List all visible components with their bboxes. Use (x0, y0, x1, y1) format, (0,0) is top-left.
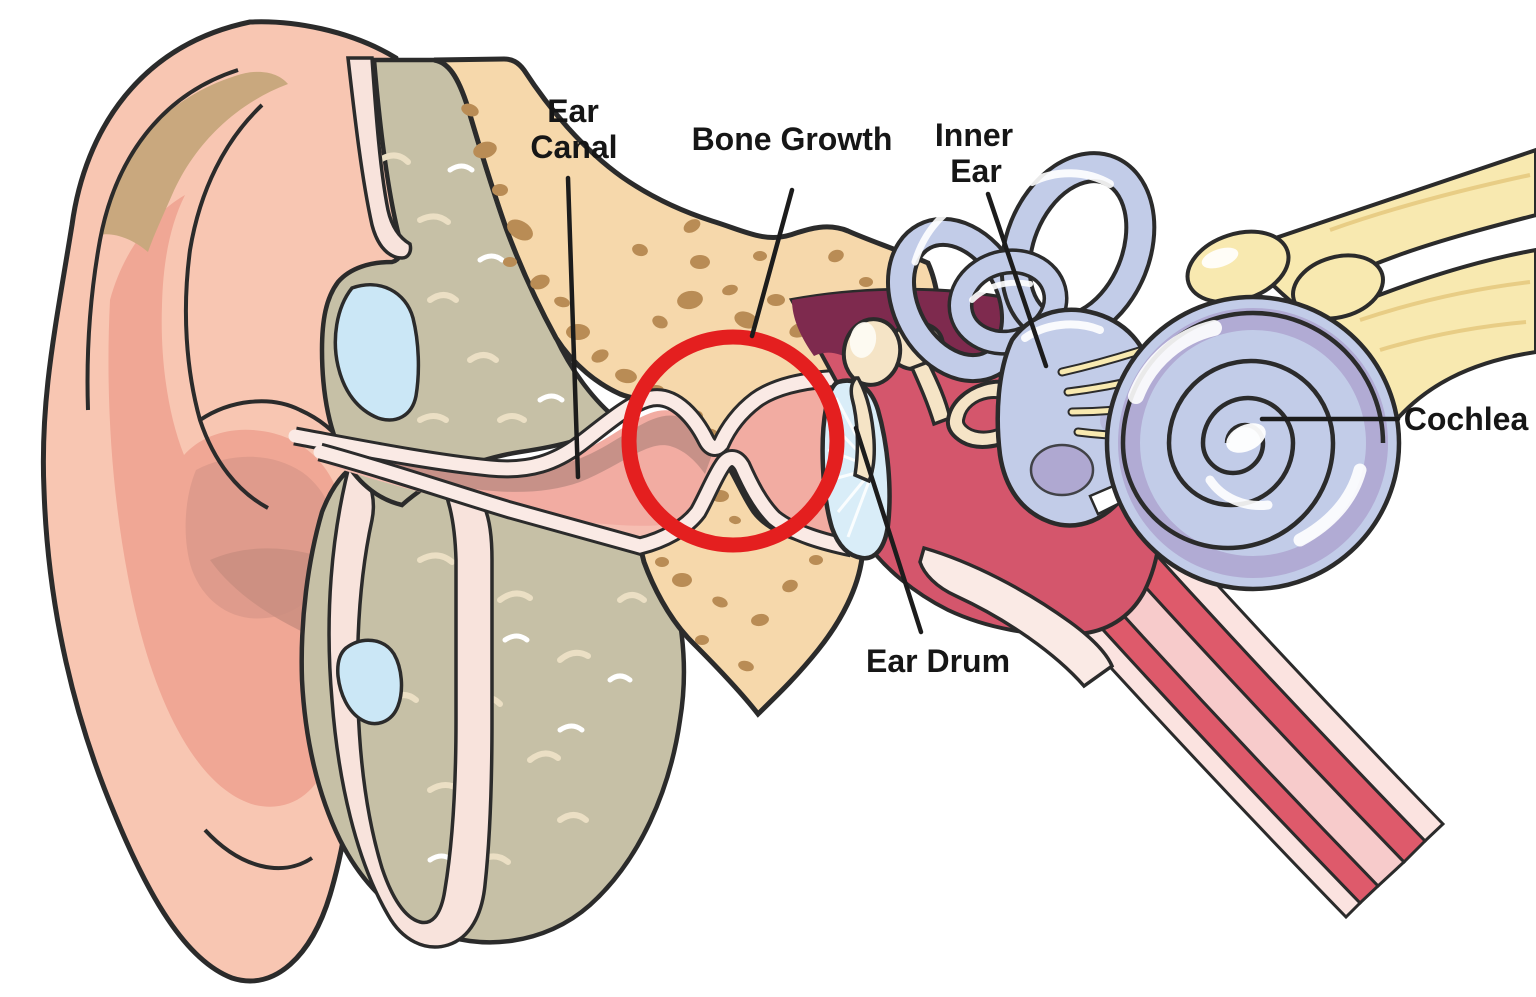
helix-tan-crescent (100, 71, 288, 253)
lobe-crease-line (203, 828, 314, 871)
incus-process (909, 359, 953, 427)
cochlea-highlight-1 (1128, 320, 1222, 404)
cochlea-highlight-2 (1293, 463, 1367, 547)
ear-drum-label: Ear Drum (866, 643, 1010, 679)
ear-canal-label-line2: Canal (530, 129, 617, 165)
canal-highlight-3 (969, 279, 1033, 303)
inner-ear-pointer-line (985, 191, 1049, 369)
bone-growth-label: Bone Growth (692, 121, 893, 157)
canal-lining (288, 369, 859, 558)
malleus-head-highlight (849, 322, 877, 358)
ganglion-highlight (1201, 247, 1239, 269)
bone-growth-highlight-circle (621, 329, 845, 553)
annotations: Ear Canal Bone Growth Inner Ear Ear Drum… (530, 93, 1528, 679)
cochlea-highlight-3 (1205, 475, 1273, 511)
ear-drum-pointer-line (853, 425, 924, 635)
antihelix-fold-line (183, 103, 269, 510)
lining-top (288, 372, 851, 476)
cochlea-label: Cochlea (1404, 401, 1529, 437)
bone-growth-pointer-line (749, 187, 795, 339)
lining-bottom (313, 445, 859, 555)
malleus-handle (849, 376, 876, 484)
canal-highlight-1 (911, 190, 984, 266)
ear-canal-label-line1: Ear (547, 93, 599, 129)
air-pocket-upper (333, 283, 421, 422)
helix-fold-line (85, 68, 239, 411)
vestibule-highlight (1021, 320, 1104, 342)
inner-ear-label-line2: Ear (950, 153, 1002, 189)
air-pocket-lower (336, 638, 404, 726)
cochlea (1104, 294, 1402, 592)
inner-ear-label-line1: Inner (935, 117, 1013, 153)
upper-cartilage (319, 56, 622, 508)
ear-canal-pointer-line (565, 175, 581, 480)
canal-highlight-2 (1028, 169, 1114, 188)
cochlea-center-highlight (1226, 423, 1266, 453)
vestibule-purple-spot (1029, 443, 1095, 497)
pinna-shadow (108, 195, 345, 807)
concha-mid-shadow (185, 456, 335, 619)
middle-ear-floor-band (918, 545, 1115, 689)
skin-band-top (346, 56, 413, 260)
nerve-striations (1329, 173, 1531, 352)
cochlea-purple-ring (1118, 308, 1388, 578)
nerve-ganglion-2 (1291, 253, 1385, 321)
